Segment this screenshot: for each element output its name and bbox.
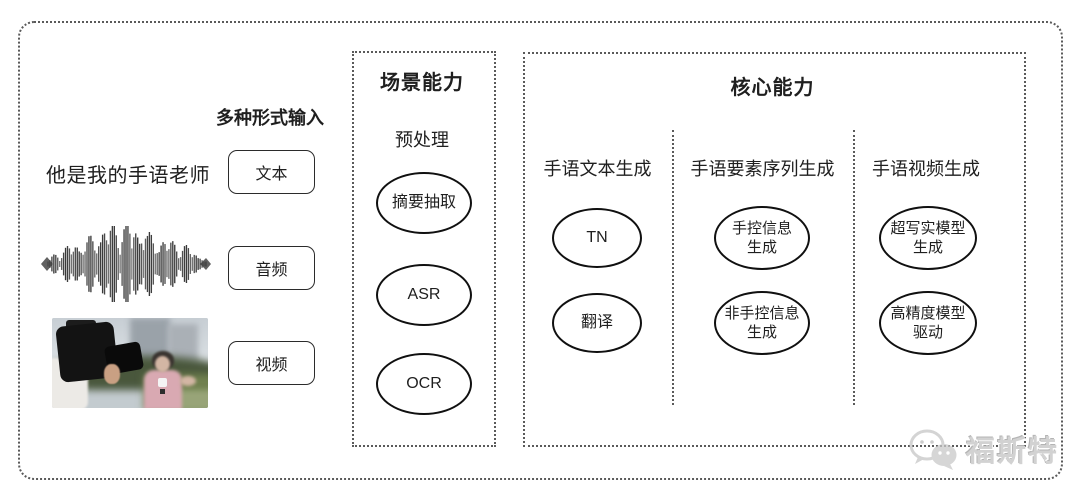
column-divider — [672, 130, 674, 405]
node-translation: 翻译 — [552, 293, 642, 353]
column-header-sign-video-generation: 手语视频生成 — [872, 159, 980, 179]
column-header-sign-element-sequence-generation: 手语要素序列生成 — [690, 159, 835, 179]
node-asr: ASR — [376, 264, 472, 326]
input-type-audio-label: 音频 — [255, 262, 288, 279]
outer-border — [18, 21, 1063, 480]
node-summary-extraction: 摘要抽取 — [376, 172, 472, 234]
node-ocr: OCR — [376, 353, 472, 415]
node-hyperrealistic-model-generation: 超写实模型 生成 — [879, 206, 977, 270]
scene-capability-box — [352, 51, 496, 447]
node-tn: TN — [552, 208, 642, 268]
core-capability-box — [523, 52, 1026, 447]
preprocess-label: 预处理 — [395, 130, 449, 150]
camera-hand — [104, 364, 120, 384]
node-manual-info-generation: 手控信息 生成 — [714, 206, 810, 270]
watermark: 福斯特 — [908, 428, 1059, 470]
scene-capability-title: 场景能力 — [380, 72, 464, 94]
reporter-hand — [180, 376, 196, 386]
input-type-video-box: 视频 — [228, 341, 315, 385]
video-thumbnail — [52, 318, 208, 408]
microphone — [158, 378, 167, 387]
reporter-figure — [144, 370, 182, 408]
core-capability-title: 核心能力 — [730, 77, 815, 99]
audio-waveform-icon — [41, 226, 211, 302]
input-section-label: 多种形式输入 — [216, 108, 324, 128]
input-type-text-label: 文本 — [255, 166, 288, 183]
input-type-video-label: 视频 — [255, 357, 288, 374]
column-header-sign-text-generation: 手语文本生成 — [543, 159, 652, 179]
wechat-icon — [909, 429, 957, 470]
column-divider — [853, 130, 855, 405]
node-high-precision-model-driving: 高精度模型 驱动 — [879, 291, 977, 355]
watermark-text: 福斯特 — [966, 436, 1060, 468]
input-type-audio-box: 音频 — [228, 246, 315, 290]
example-sentence: 他是我的手语老师 — [46, 165, 210, 187]
node-non-manual-info-generation: 非手控信息 生成 — [714, 291, 810, 355]
input-type-text-box: 文本 — [228, 150, 315, 194]
reporter-face — [155, 356, 170, 372]
